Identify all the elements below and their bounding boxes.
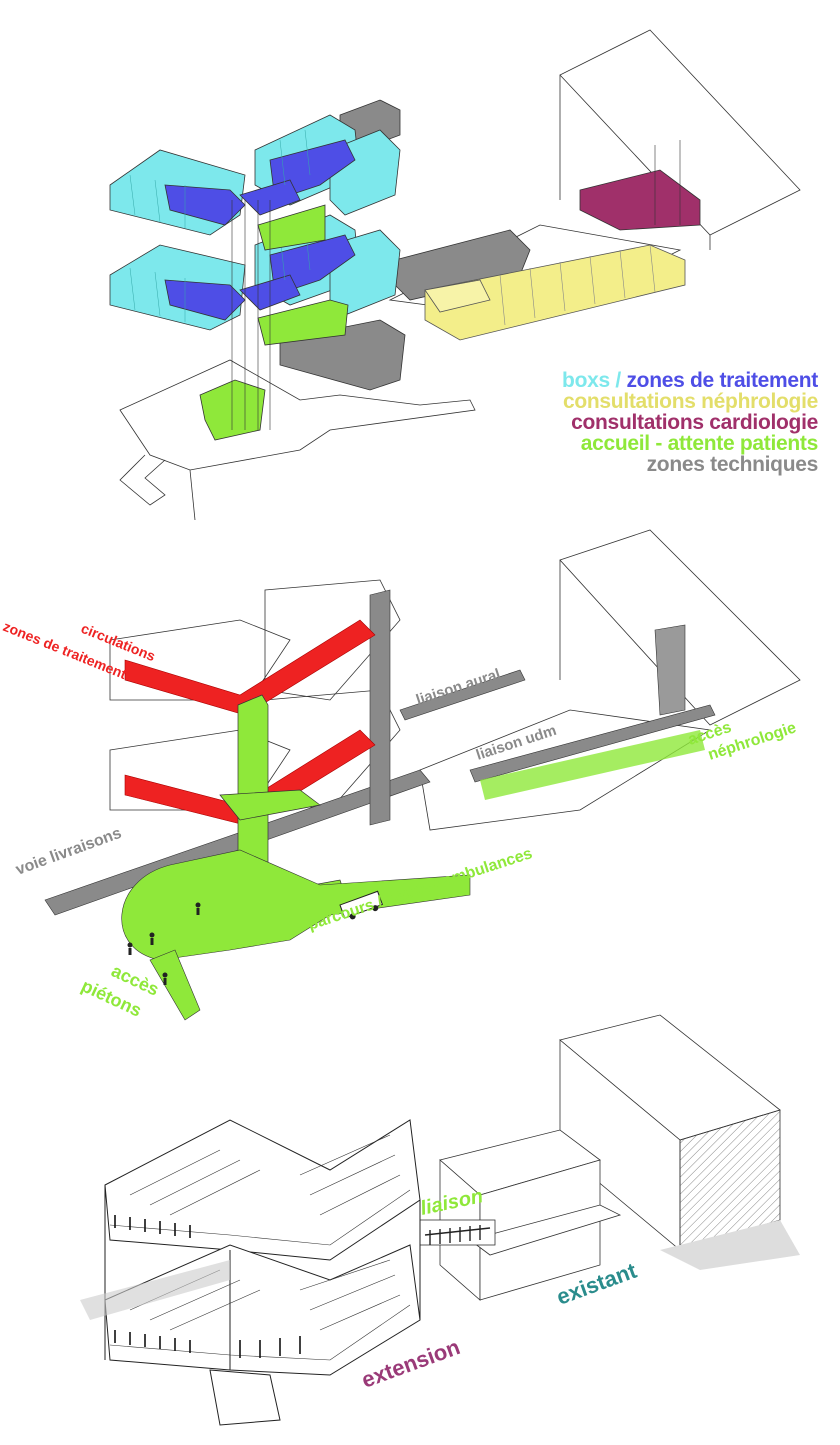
program-axonometric [109, 29, 801, 521]
ambulance-route [121, 849, 471, 961]
extension-windows [114, 1215, 301, 1358]
legend-boxs: boxs / [562, 369, 621, 392]
nephrology-access [480, 730, 705, 800]
label-voie-livraisons: voie livraisons [14, 825, 124, 879]
building-diagram: liaison existant extension [0, 1000, 840, 1440]
legend-cardiology: consultations cardiologie [571, 411, 818, 434]
upper-level [109, 114, 401, 236]
pedestrian-icons [127, 902, 201, 985]
legend-treatment: zones de traitement [626, 369, 818, 392]
lower-level [109, 214, 401, 331]
legend-row-treatment: boxs / zones de traitement [562, 370, 818, 391]
cardiology-zone [579, 169, 701, 231]
legend-reception: accueil - attente patients [580, 432, 819, 455]
aural-link-road [399, 669, 526, 721]
flows-axonometric: circulations zones de traitement liaison… [1, 529, 801, 1021]
liaison-bridge [419, 1219, 496, 1246]
site-ground-outline [119, 359, 476, 471]
udm-link-road [469, 704, 716, 783]
existing-building [439, 1014, 781, 1301]
reception-zones [199, 204, 349, 441]
flows-diagram: circulations zones de traitement liaison… [0, 520, 840, 1040]
program-legend: boxs / zones de traitement consultations… [562, 370, 818, 475]
legend-nephrology: consultations néphrologie [562, 390, 818, 413]
pedestrian-path [149, 949, 201, 1021]
building-axonometric: liaison existant extension [80, 1014, 800, 1426]
ambulance-icon [339, 890, 384, 920]
legend-technical: zones techniques [646, 453, 819, 476]
program-diagram: boxs / zones de traitement consultations… [0, 0, 840, 521]
